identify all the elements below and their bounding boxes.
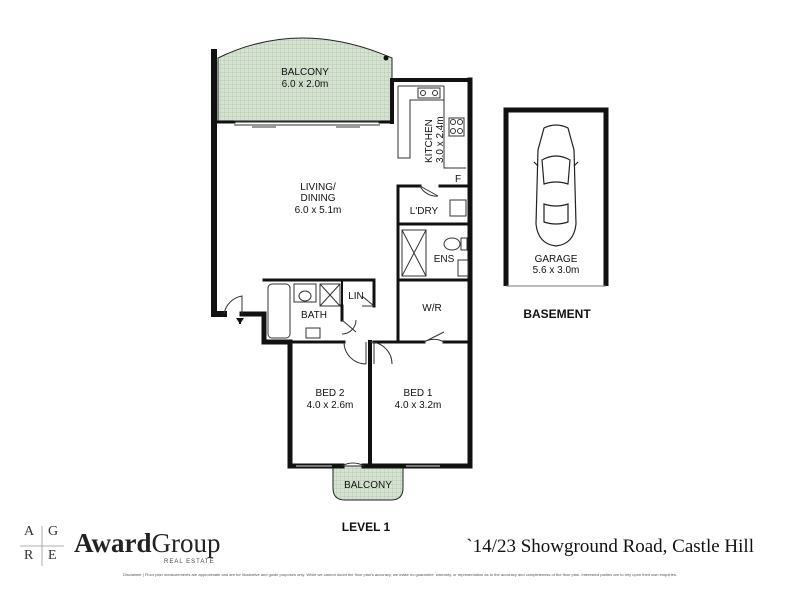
garage [503,107,609,287]
label-kitchen-size: 3.0 x 2.4m [435,116,446,163]
label-fridge: F [455,174,461,185]
label-level1: LEVEL 1 [342,520,391,534]
balcony-bottom-floor [332,465,404,501]
label-ensuite: ENS [434,254,455,265]
label-walk-in-robe: W/R [422,303,441,314]
label-bath: BATH [301,310,327,321]
laundry-door [419,185,439,197]
disclaimer-text: Disclaimer | Floor plan measurements are… [123,572,677,577]
label-balcony-top-size: 6.0 x 2.0m [282,79,329,90]
agre-monogram: A G R E [14,522,66,570]
label-living: LIVING/ [300,182,336,193]
label-kitchen: KITCHEN [424,119,435,163]
label-garage: GARAGE [535,254,578,265]
label-bed2: BED 2 [316,388,345,399]
car-icon [533,124,579,247]
bedroom-doors [343,341,393,365]
property-address: `14/23 Showground Road, Castle Hill [466,536,754,557]
sliding-doors [234,120,380,128]
label-garage-size: 5.6 x 3.0m [533,265,580,276]
monogram-e: E [48,548,57,563]
brand-subtitle: REAL ESTATE [164,559,215,565]
brand-name: AwardGroup [74,528,221,559]
monogram-r: R [24,548,34,563]
label-balcony-top: BALCONY [281,67,329,78]
label-bed1: BED 1 [404,388,433,399]
label-dining: DINING [301,193,336,204]
walls [211,49,473,469]
monogram-a: A [24,524,35,539]
entry-door [223,295,243,315]
brand-name-regular: Group [151,528,221,558]
label-bed2-size: 4.0 x 2.6m [307,400,354,411]
entry-arrow-icon [236,318,244,324]
label-basement: BASEMENT [523,307,591,321]
label-bed1-size: 4.0 x 3.2m [395,400,442,411]
label-laundry: L'DRY [410,206,439,217]
kitchen-bench [397,85,466,169]
laundry-tub [449,199,467,217]
label-living-size: 6.0 x 5.1m [295,205,342,216]
ensuite-fixtures [401,229,469,277]
label-linen: LIN [348,291,364,302]
monogram-g: G [48,524,59,539]
bath-fixtures [267,283,341,339]
balcony-top-floor [217,37,393,123]
balcony-post [383,55,389,61]
brand-name-bold: Award [74,528,152,558]
monogram-cross-icon [20,526,64,566]
label-balcony-bottom: BALCONY [344,480,392,491]
balcony-bottom-door [341,462,365,467]
wr-door [423,331,445,343]
linen-door [361,295,375,307]
bath-door [341,319,357,335]
